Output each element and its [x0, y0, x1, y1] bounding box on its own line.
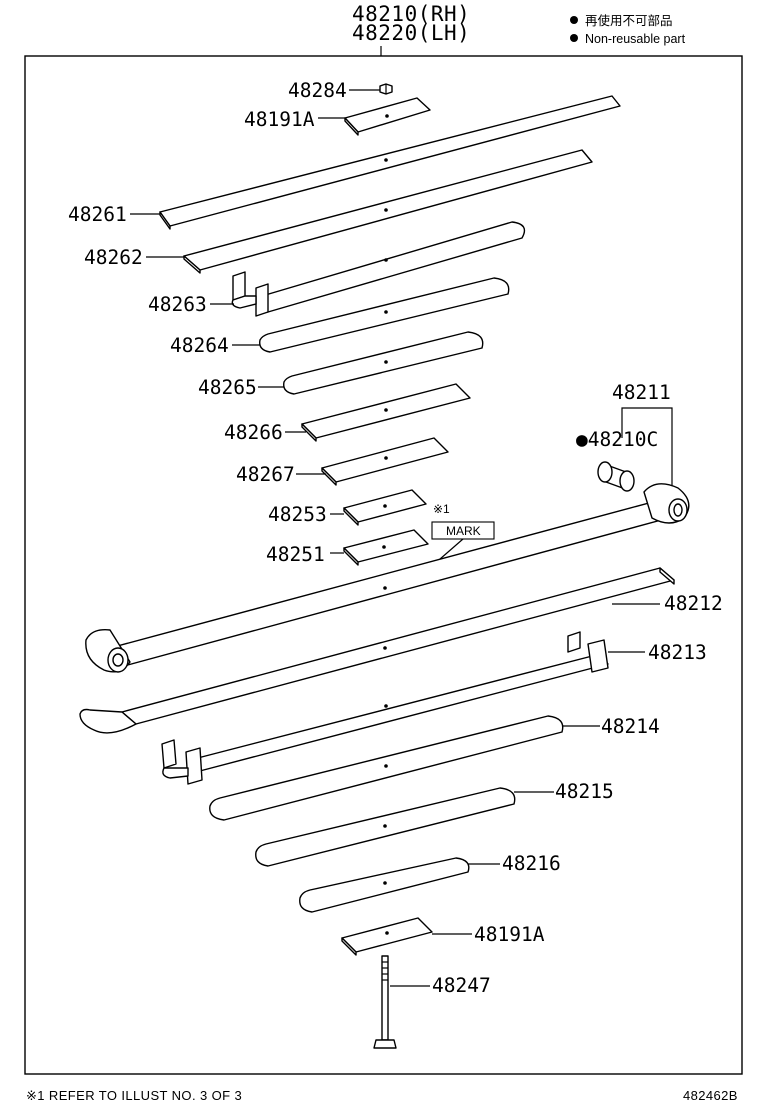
label-48267: 48267: [236, 463, 295, 486]
part-48263-leaf-with-clip: [231, 221, 526, 317]
mark-label: MARK: [446, 524, 481, 538]
part-48262-leaf: [183, 149, 593, 274]
label-48191a-bottom: 48191A: [474, 923, 545, 946]
part-48191a-top-pad: [344, 97, 431, 136]
part-48211-main-leaf: [85, 483, 690, 673]
label-48213: 48213: [648, 641, 707, 664]
part-48216-leaf: [299, 857, 470, 913]
label-48263: 48263: [148, 293, 207, 316]
bullet-icon: [570, 34, 578, 42]
label-48262: 48262: [84, 246, 143, 269]
label-48212: 48212: [664, 592, 723, 615]
part-48253-pad: [343, 489, 427, 526]
part-48247-center-bolt: [373, 955, 397, 1049]
label-48266: 48266: [224, 421, 283, 444]
footer-note: ※1 REFER TO ILLUST NO. 3 OF 3: [26, 1088, 243, 1103]
legend-non-reusable-jp: 再使用不可部品: [570, 12, 673, 30]
label-48216: 48216: [502, 852, 561, 875]
part-48212-leaf: [79, 567, 675, 734]
label-48253: 48253: [268, 503, 327, 526]
diagram-frame: [24, 55, 743, 1075]
legend-non-reusable-en: Non-reusable part: [570, 30, 685, 48]
part-48266-leaf: [301, 383, 471, 442]
bullet-icon: [570, 16, 578, 24]
label-48211: 48211: [612, 381, 671, 404]
label-48210c: ●48210C: [576, 428, 658, 451]
legend-en-text: Non-reusable part: [585, 32, 686, 46]
label-48251: 48251: [266, 543, 325, 566]
label-48264: 48264: [170, 334, 229, 357]
part-48191a-bottom-pad: [341, 917, 433, 956]
assembly-number-lh: 48220(LH): [352, 21, 471, 45]
label-48215: 48215: [555, 780, 614, 803]
illustration-id: 482462B: [683, 1088, 738, 1103]
label-48247: 48247: [432, 974, 491, 997]
part-48264-leaf: [259, 277, 510, 353]
label-48284: 48284: [288, 79, 347, 102]
part-48251-pad: [343, 529, 429, 566]
part-48261-leaf: [159, 95, 621, 230]
part-48210c-bushing: [597, 461, 635, 492]
part-48214-leaf: [209, 715, 564, 821]
part-48267-leaf: [321, 437, 449, 486]
note-ref-1: ※1: [433, 502, 450, 516]
assembly-number-rh: 48210(RH): [352, 2, 471, 26]
label-48261: 48261: [68, 203, 127, 226]
label-48214: 48214: [601, 715, 660, 738]
part-48213-leaf-with-clips: [161, 631, 609, 785]
legend-jp-text: 再使用不可部品: [585, 14, 673, 28]
part-48265-leaf: [283, 331, 484, 395]
part-48215-leaf: [255, 787, 516, 867]
label-48265: 48265: [198, 376, 257, 399]
part-48284-nut: [379, 83, 393, 95]
label-48191a-top: 48191A: [244, 108, 315, 131]
